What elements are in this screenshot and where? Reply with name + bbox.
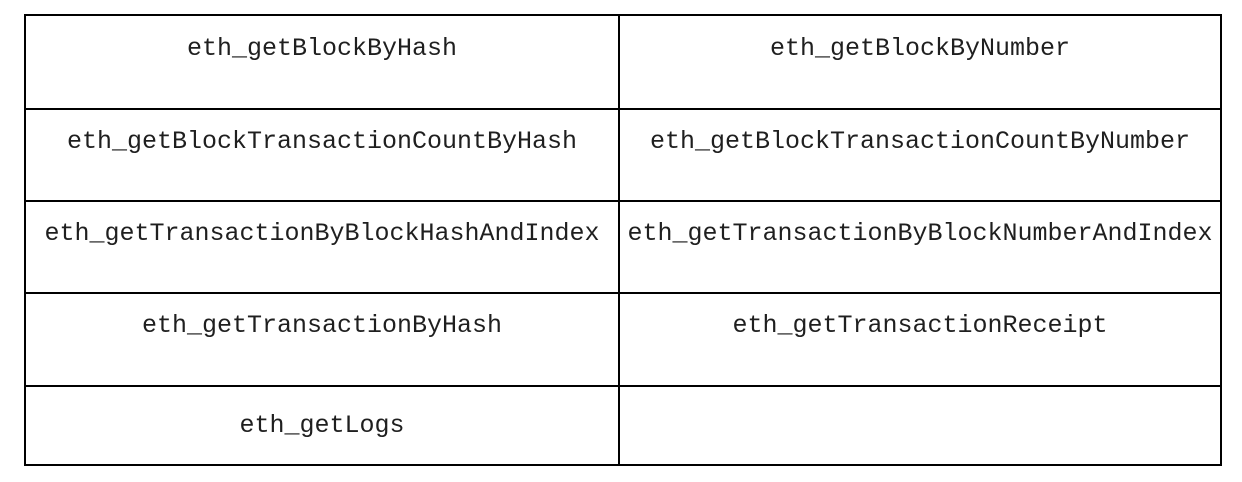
table-row: eth_getBlockTransactionCountByHash eth_g…	[24, 108, 1222, 202]
table-row: eth_getBlockByHash eth_getBlockByNumber	[24, 14, 1222, 110]
table-cell-method: eth_getLogs	[24, 385, 620, 466]
table-cell-method: eth_getBlockTransactionCountByHash	[24, 108, 620, 202]
rpc-methods-table: eth_getBlockByHash eth_getBlockByNumber …	[24, 14, 1222, 466]
table-cell-method: eth_getBlockTransactionCountByNumber	[618, 108, 1222, 202]
table-cell-method: eth_getTransactionByHash	[24, 292, 620, 387]
table-cell-method: eth_getTransactionByBlockNumberAndIndex	[618, 200, 1222, 294]
table-cell-empty	[618, 385, 1222, 466]
table-row: eth_getTransactionByHash eth_getTransact…	[24, 292, 1222, 387]
table-row: eth_getTransactionByBlockHashAndIndex et…	[24, 200, 1222, 294]
table-cell-method: eth_getTransactionReceipt	[618, 292, 1222, 387]
table-cell-method: eth_getTransactionByBlockHashAndIndex	[24, 200, 620, 294]
table-row: eth_getLogs	[24, 385, 1222, 466]
table-cell-method: eth_getBlockByHash	[24, 14, 620, 110]
table-cell-method: eth_getBlockByNumber	[618, 14, 1222, 110]
